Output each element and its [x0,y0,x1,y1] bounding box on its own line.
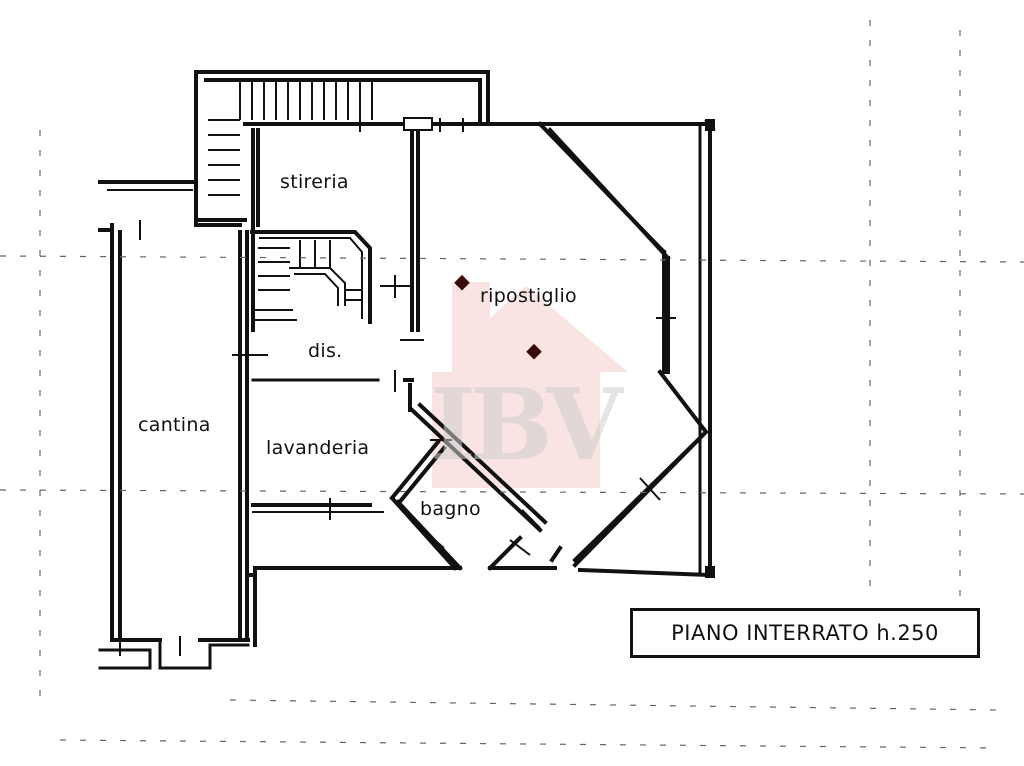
openings [119,117,716,656]
walls [98,70,713,670]
room-label-dis: dis. [308,340,343,362]
watermark-house [432,282,628,488]
room-label-stireria: stireria [280,171,349,193]
room-label-lavanderia: lavanderia [266,437,370,459]
reference-lines [0,20,1024,749]
room-label-bagno: bagno [420,498,481,520]
markers [454,274,542,360]
plan-title-box: PIANO INTERRATO h.250 [630,608,980,658]
room-label-ripostiglio: ripostiglio [480,285,577,307]
plan-title: PIANO INTERRATO h.250 [671,621,939,645]
watermark-logo: IBV [430,368,623,483]
room-label-cantina: cantina [138,414,211,436]
stair-treads [208,82,373,301]
